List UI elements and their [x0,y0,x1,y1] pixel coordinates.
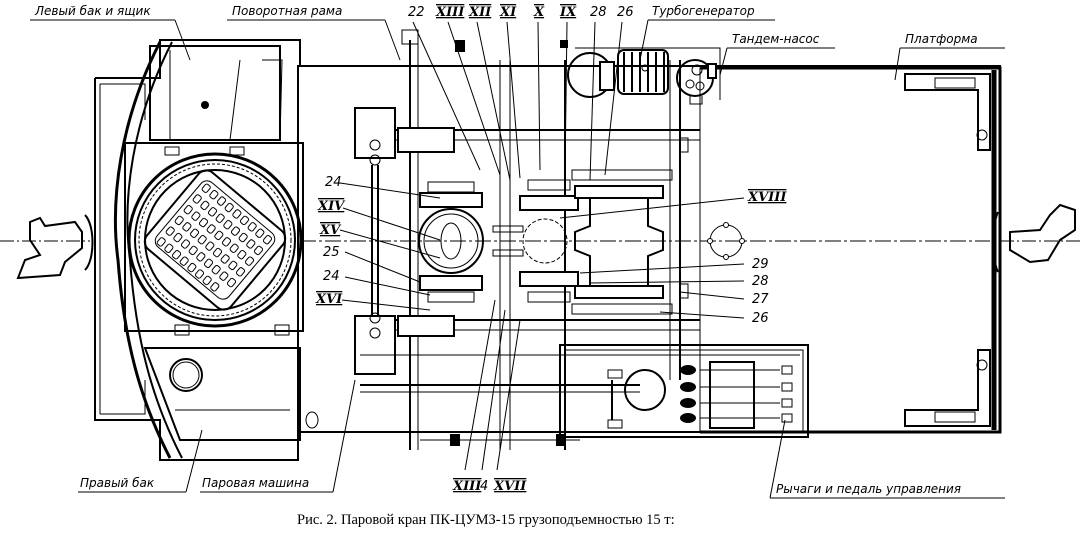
callout-bottom-0: XIII [452,479,482,494]
label-steam-engine: Паровая машина [202,476,309,490]
callout-top-6: 28 [590,5,607,20]
turbogenerator [567,47,721,100]
leader-lines [30,19,1005,499]
callout-bottom-2: XVII [493,479,527,494]
callout-top-2: XII [468,5,492,20]
control-levers [559,344,809,438]
callout-top-3: XI [499,5,517,20]
callout-top-0: 22 [408,5,425,20]
left-coupler [0,214,94,280]
part-labels: Левый бак и ящик Поворотная рама Турбоге… [34,4,978,496]
boiler-tubes [156,183,273,292]
callout-right-2: 28 [752,274,769,289]
callout-left-1: XIV [317,199,346,214]
callout-right-1: 29 [752,257,769,272]
platform-frame [297,65,1002,434]
label-turbogenerator: Турбогенератор [652,4,755,18]
callouts-bottom: XIII 4 XVII [452,479,527,494]
callout-top-4: X [533,5,545,20]
callouts-top: 22 XIII XII XI X IX 28 26 [408,5,634,20]
right-coupler [992,203,1083,273]
callout-left-2: XV [319,223,342,238]
callout-left-3: 25 [323,245,340,260]
callout-left-5: XVI [315,292,343,307]
label-right-tank: Правый бак [80,476,155,490]
label-platform: Платформа [905,32,978,46]
label-rotating-frame: Поворотная рама [232,4,342,18]
callouts-right: XVIII 29 28 27 26 [747,190,787,326]
callouts-left: 24 XIV XV 25 24 XVI [315,175,346,307]
callout-top-7: 26 [617,5,634,20]
right-tank [143,347,319,441]
callout-right-0: XVIII [747,190,787,205]
label-levers-pedal: Рычаги и педаль управления [776,482,961,496]
label-tandem-pump: Тандем-насос [732,32,820,46]
callout-left-4: 24 [323,269,340,284]
callout-right-3: 27 [752,292,769,307]
left-tank-box [149,45,283,141]
tandem-pump [676,59,717,105]
callout-left-0: 24 [325,175,342,190]
callout-top-5: IX [559,5,577,20]
callout-top-1: XIII [435,5,465,20]
boiler [124,142,304,336]
figure-caption: Рис. 2. Паровой кран ПК-ЦУМЗ-15 грузопод… [297,512,675,528]
callout-right-4: 26 [752,311,769,326]
callout-bottom-1: 4 [480,479,488,494]
label-left-tank-box: Левый бак и ящик [34,4,151,18]
